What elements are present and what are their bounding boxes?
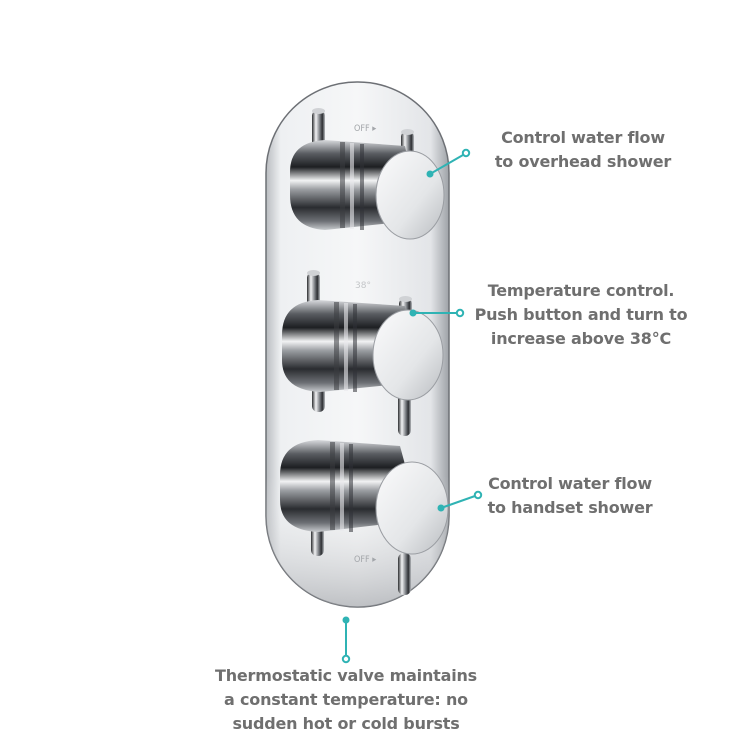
callout-line: Push button and turn to — [474, 305, 688, 324]
bottom-flow-control-knob: OFF ▸ — [280, 440, 449, 595]
callout-pointer-middle — [409, 308, 465, 318]
top-off-marking: OFF ▸ — [354, 124, 377, 134]
callout-line: Control water flow — [488, 474, 652, 493]
bottom-off-marking: OFF ▸ — [354, 555, 377, 565]
temperature-marking: 38° — [355, 281, 371, 291]
callout-line: sudden hot or cold bursts — [232, 714, 460, 733]
callout-label-valve: Thermostatic valve maintains a constant … — [196, 664, 496, 736]
callout-line: to overhead shower — [494, 152, 672, 171]
callout-line: a constant temperature: no — [224, 690, 468, 709]
callout-pointer-valve — [341, 616, 351, 664]
callout-label-bottom: Control water flow to handset shower — [470, 472, 670, 520]
callout-line: Temperature control. — [487, 281, 675, 300]
callout-label-temperature: Temperature control. Push button and tur… — [466, 279, 696, 351]
callout-pointer-top — [426, 148, 471, 178]
callout-label-top: Control water flow to overhead shower — [468, 126, 698, 174]
callout-line: Thermostatic valve maintains — [214, 666, 478, 685]
temperature-control-knob: 38° — [282, 270, 444, 436]
callout-line: increase above 38°C — [490, 329, 672, 348]
callout-pointer-bottom — [437, 490, 483, 512]
callout-line: Control water flow — [501, 128, 665, 147]
callout-line: to handset shower — [487, 498, 653, 517]
